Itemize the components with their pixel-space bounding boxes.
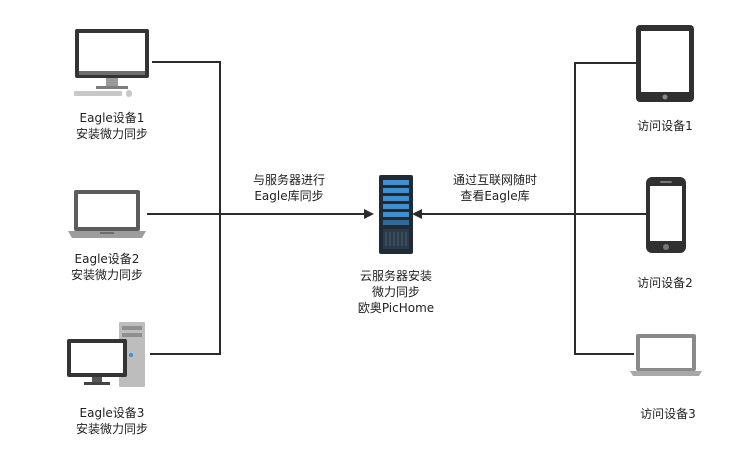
desktop-monitor-icon [74,29,149,97]
server-label-line3: 欧奥PicHome [357,301,435,315]
right-device-2-name: 访问设备2 [637,276,693,290]
tablet-icon [636,25,694,102]
right-connection-line2: 查看Eagle库 [460,189,530,203]
desktop-tower-icon [67,322,145,387]
server-label-line2: 微力同步 [371,285,420,299]
right-device-3-label: 访问设备3 [640,406,696,422]
left-device-3-software: 安装微力同步 [75,422,149,436]
left-connection-line2: Eagle库同步 [254,189,324,203]
left-device-2-name: Eagle设备2 [74,252,140,266]
server-label: 云服务器安装 微力同步 欧奥PicHome [358,268,434,316]
left-device-3-label: Eagle设备3 安装微力同步 [76,405,148,437]
server-rack-icon [379,175,413,254]
left-connection-line1: 与服务器进行 [252,173,326,187]
right-device-1-name: 访问设备1 [637,119,693,133]
right-device-2-label: 访问设备2 [637,275,693,291]
left-connection-label: 与服务器进行 Eagle库同步 [253,172,325,204]
server-label-line1: 云服务器安装 [359,269,432,283]
left-device-3-name: Eagle设备3 [79,406,145,420]
left-device-2-software: 安装微力同步 [70,268,144,282]
right-connection-line1: 通过互联网随时 [452,173,538,187]
left-device-1-name: Eagle设备1 [79,111,145,125]
right-device-3-name: 访问设备3 [640,407,696,421]
right-device-1-label: 访问设备1 [637,118,693,134]
left-device-2-label: Eagle设备2 安装微力同步 [71,251,143,283]
phone-icon [646,177,686,253]
left-bus-lines [147,61,221,355]
left-device-1-label: Eagle设备1 安装微力同步 [76,110,148,142]
right-connection-label: 通过互联网随时 查看Eagle库 [453,172,537,204]
left-device-1-software: 安装微力同步 [75,127,149,141]
laptop-icon [68,190,146,238]
laptop-icon-right [630,334,702,376]
right-bus-lines [574,62,646,355]
